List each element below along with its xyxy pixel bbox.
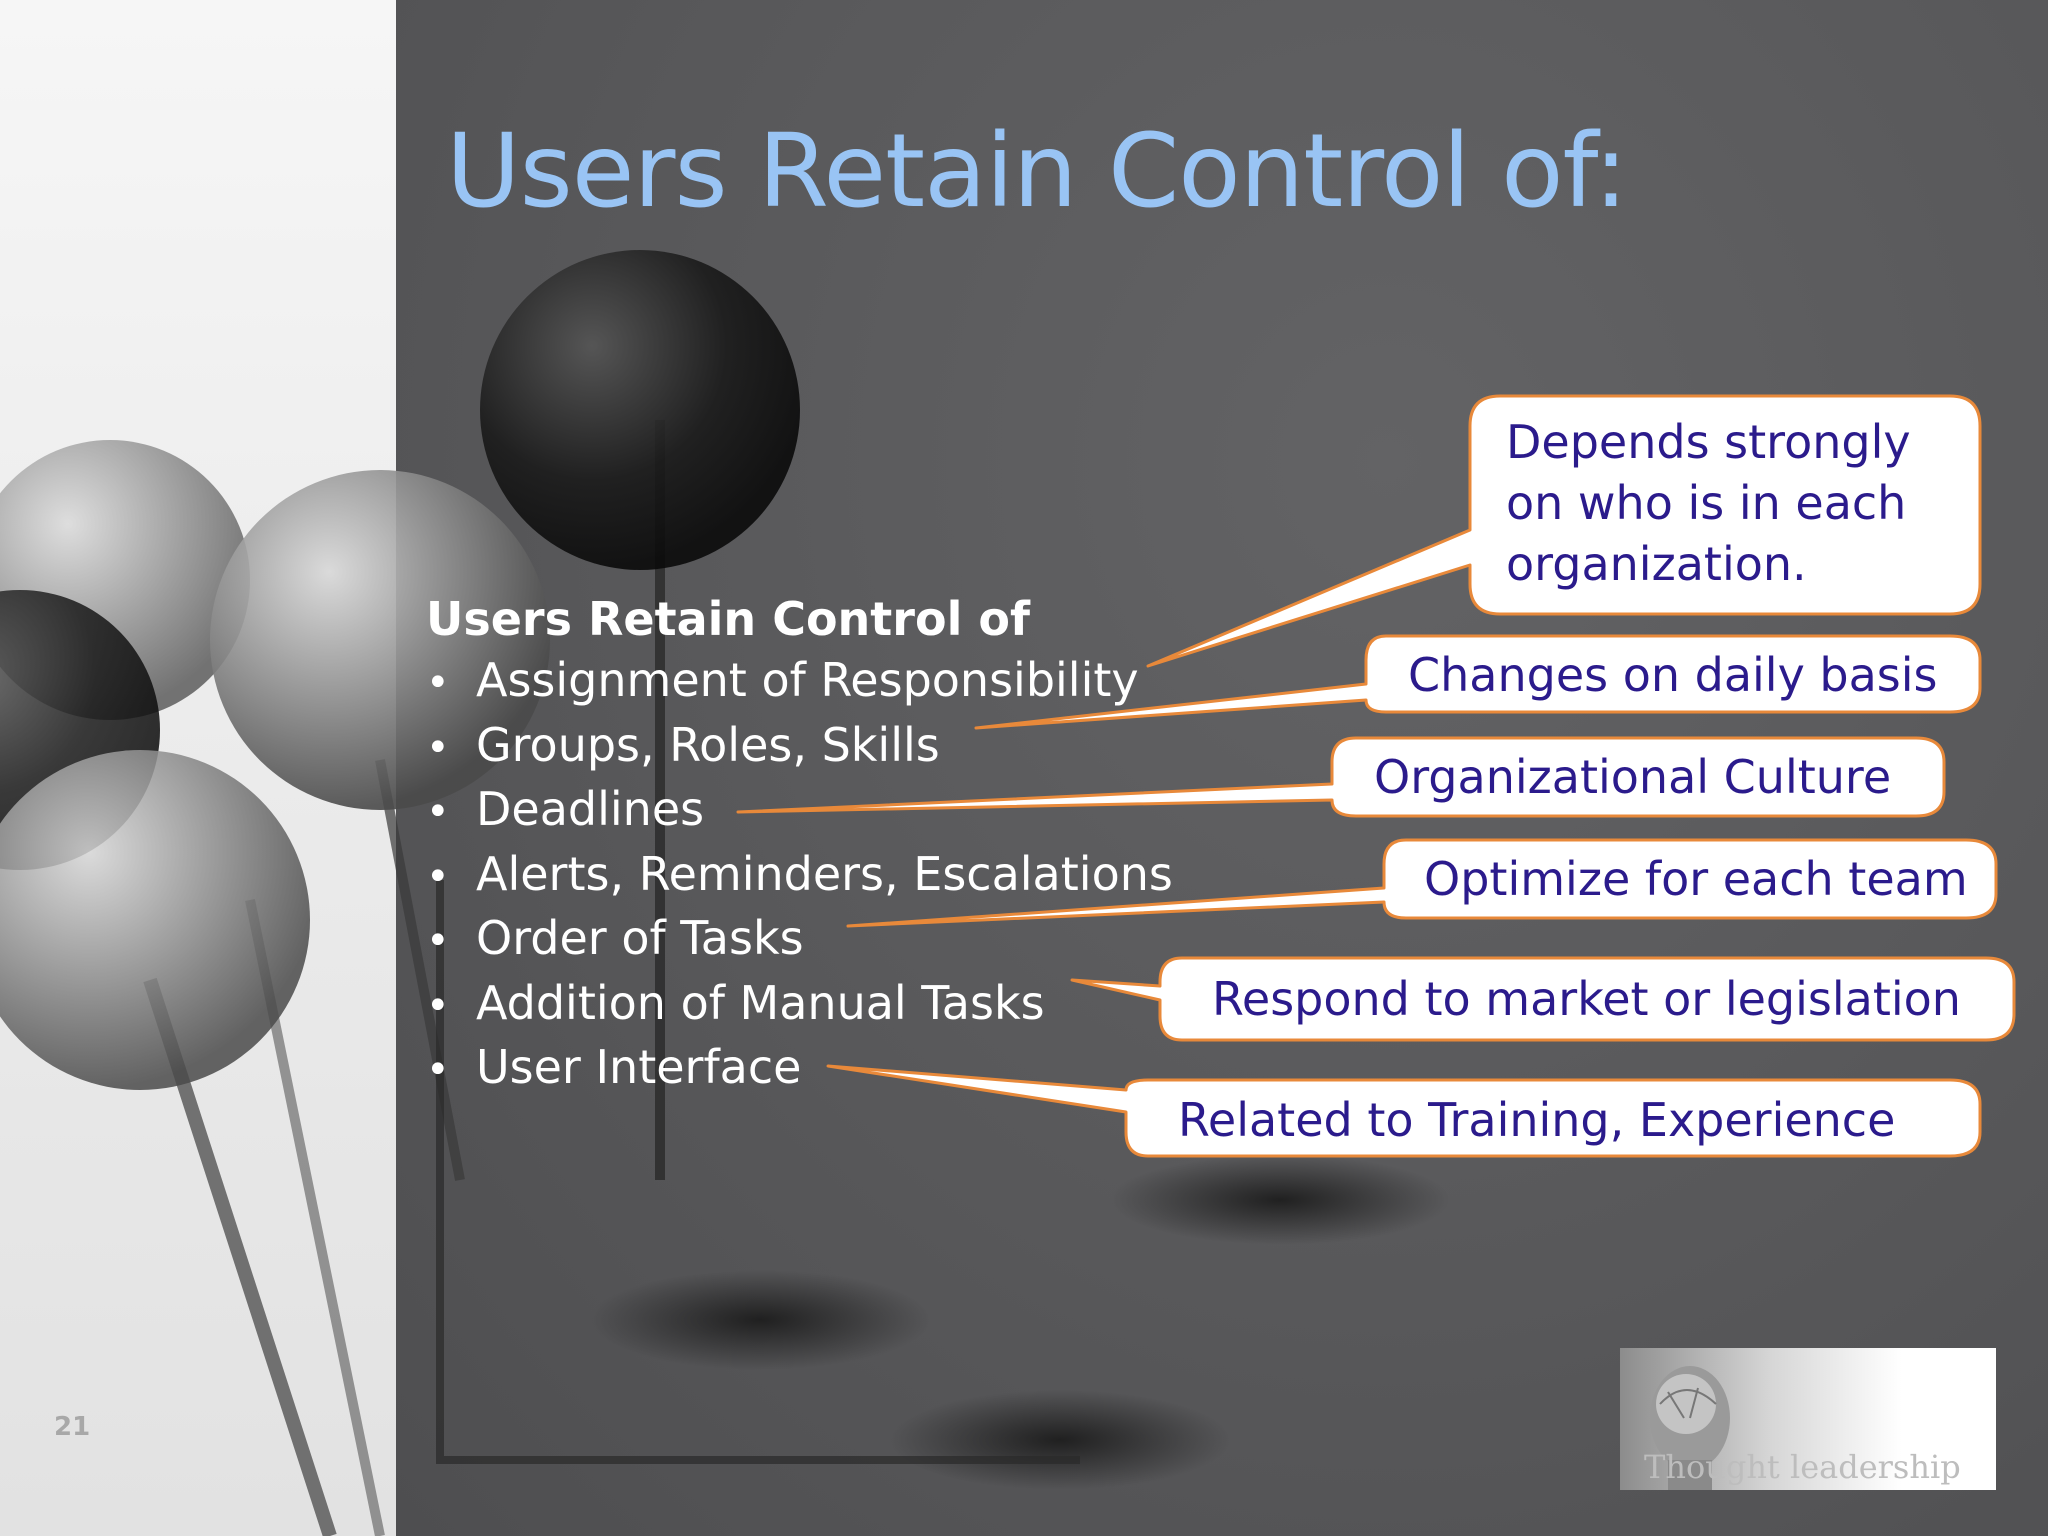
list-item-text: Groups, Roles, Skills bbox=[476, 717, 940, 772]
bullet-icon: • bbox=[426, 660, 450, 706]
list-item: • Groups, Roles, Skills bbox=[426, 715, 1226, 780]
slide-title: Users Retain Control of: bbox=[446, 112, 1628, 231]
callout-changes-text: Changes on daily basis bbox=[1408, 648, 1938, 702]
left-light-panel bbox=[0, 0, 396, 1536]
control-list-block: Users Retain Control of • Assignment of R… bbox=[426, 588, 1226, 1102]
list-item-text: Addition of Manual Tasks bbox=[476, 975, 1045, 1030]
bullet-icon: • bbox=[426, 789, 450, 835]
list-item: • Assignment of Responsibility bbox=[426, 650, 1226, 715]
list-item-text: Assignment of Responsibility bbox=[476, 653, 1139, 707]
callout-respond-text: Respond to market or legislation bbox=[1212, 972, 1961, 1026]
list-item-text: User Interface bbox=[476, 1040, 802, 1094]
list-heading: Users Retain Control of bbox=[426, 592, 1030, 646]
control-bullet-list: • Assignment of Responsibility • Groups, R… bbox=[426, 650, 1226, 1102]
bullet-icon: • bbox=[426, 853, 450, 900]
logo-text: Thought leadership bbox=[1644, 1448, 1961, 1486]
callout-culture-text: Organizational Culture bbox=[1374, 750, 1892, 804]
bullet-icon: • bbox=[426, 918, 450, 964]
page-number: 21 bbox=[54, 1412, 91, 1442]
callout-depends-text: Depends strongly on who is in each organ… bbox=[1506, 412, 1911, 595]
callout-optimize-text: Optimize for each team bbox=[1424, 852, 1968, 906]
bullet-icon: • bbox=[426, 724, 450, 771]
list-item-text: Deadlines bbox=[476, 782, 705, 836]
list-item-text: Order of Tasks bbox=[476, 911, 804, 965]
callout-depends-line: Depends strongly bbox=[1506, 415, 1911, 469]
list-item: • Alerts, Reminders, Escalations bbox=[426, 844, 1226, 909]
list-item: • User Interface bbox=[426, 1037, 1226, 1102]
callout-depends-line: organization. bbox=[1506, 537, 1807, 591]
list-item: • Addition of Manual Tasks bbox=[426, 973, 1226, 1038]
list-item-text: Alerts, Reminders, Escalations bbox=[476, 846, 1173, 901]
thought-leadership-logo: Thought leadership bbox=[1620, 1348, 1996, 1490]
bullet-icon: • bbox=[426, 982, 450, 1029]
callout-training-text: Related to Training, Experience bbox=[1178, 1093, 1896, 1147]
list-item: • Order of Tasks bbox=[426, 908, 1226, 973]
list-item: • Deadlines bbox=[426, 779, 1226, 844]
callout-depends-line: on who is in each bbox=[1506, 476, 1907, 530]
phrenology-head-icon bbox=[1650, 1366, 1730, 1490]
bullet-icon: • bbox=[426, 1047, 450, 1093]
